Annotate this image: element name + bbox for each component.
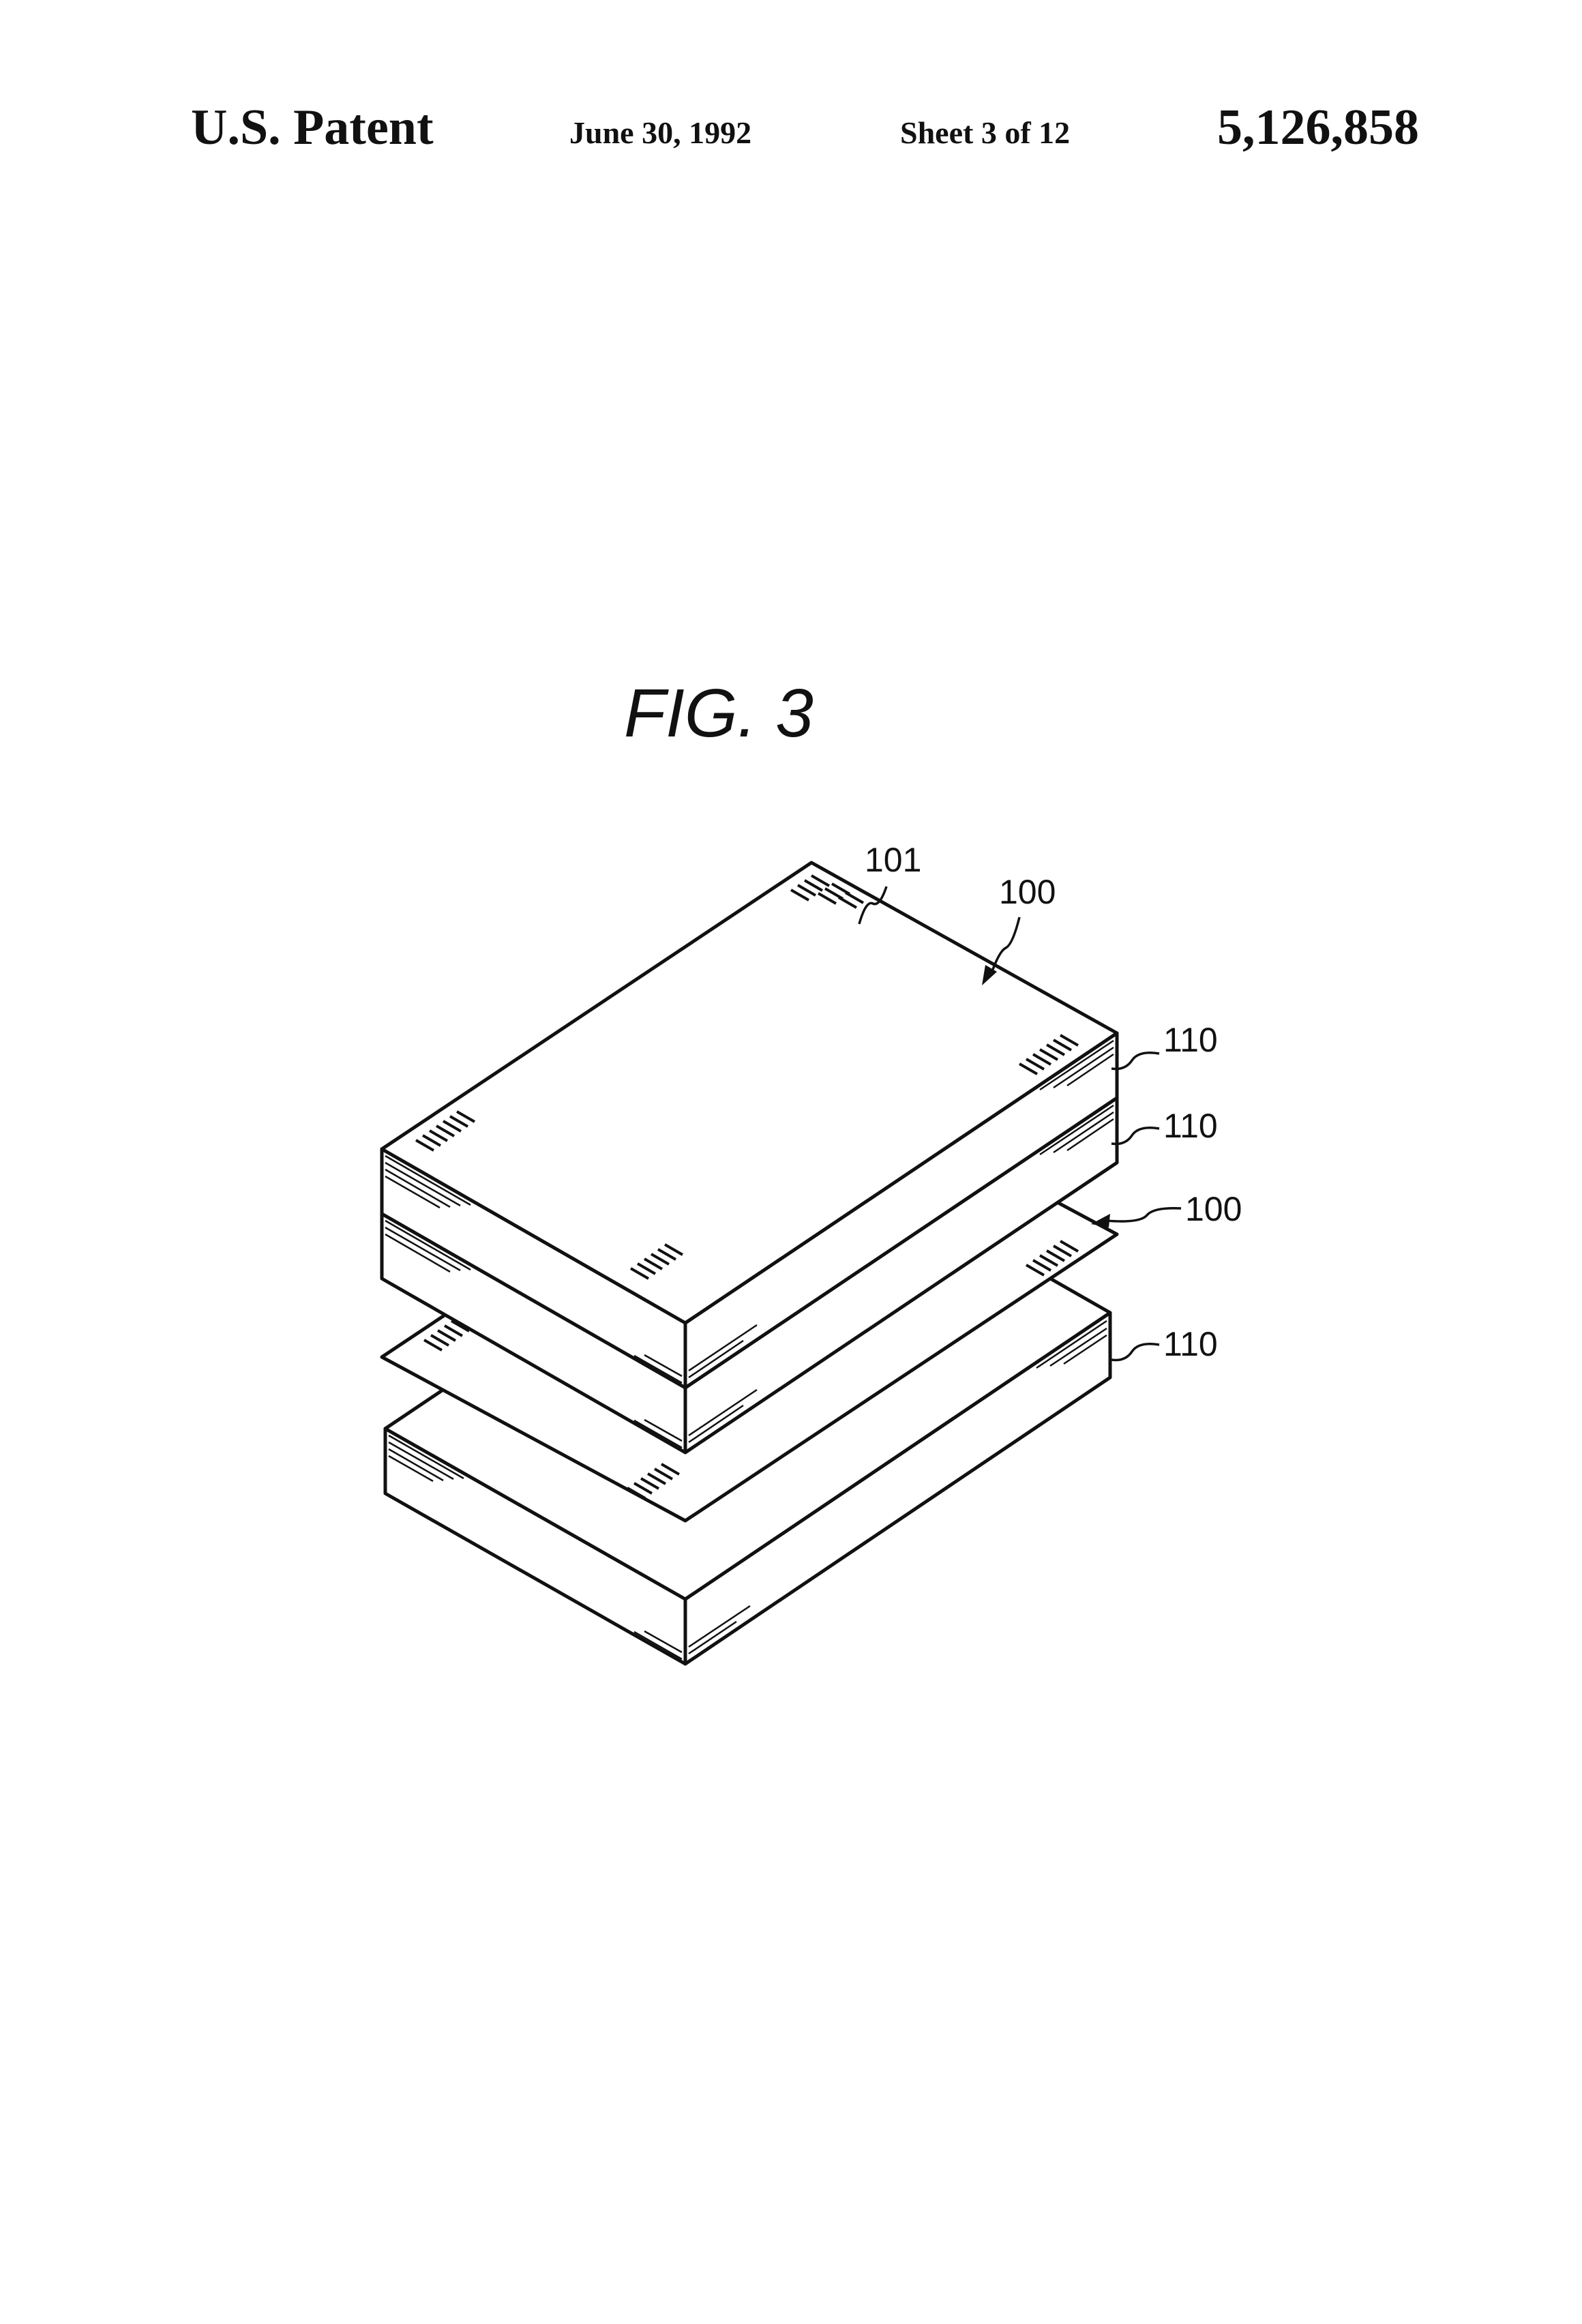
- leader-110-c: [1111, 1343, 1160, 1362]
- top-sheet-electrodes: [415, 874, 1079, 1280]
- stack-shading: [385, 1039, 1114, 1449]
- middle-sheet-electrodes: [423, 1240, 1079, 1500]
- ref-label-101: 101: [865, 841, 921, 879]
- ref-label-100-mid: 100: [1185, 1190, 1242, 1228]
- ref-label-110-c: 110: [1163, 1325, 1218, 1363]
- leader-100-mid: [1105, 1206, 1182, 1223]
- bottom-block-shading: [388, 1320, 1107, 1660]
- stack-top-face: [380, 861, 1119, 1325]
- ref-label-110-a: 110: [1163, 1021, 1218, 1059]
- ref-label-100-top: 100: [999, 873, 1056, 911]
- leader-110-a: [1111, 1052, 1160, 1071]
- patent-number: 5,126,858: [1217, 100, 1419, 155]
- figure-title: FIG. 3: [624, 675, 814, 751]
- leader-110-b: [1111, 1127, 1160, 1146]
- leader-100-top: [989, 917, 1021, 976]
- leader-101: [858, 886, 888, 925]
- patent-header-title: U.S. Patent: [191, 100, 434, 155]
- top-stack: [380, 861, 1119, 1455]
- arrow-100-top: [982, 965, 997, 985]
- reference-labels: 101 100 110 110 100 110: [858, 841, 1242, 1363]
- patent-date: June 30, 1992: [569, 115, 752, 150]
- ref-label-110-b: 110: [1163, 1107, 1218, 1145]
- arrow-100-mid: [1091, 1214, 1110, 1227]
- sheet-number: Sheet 3 of 12: [900, 115, 1071, 150]
